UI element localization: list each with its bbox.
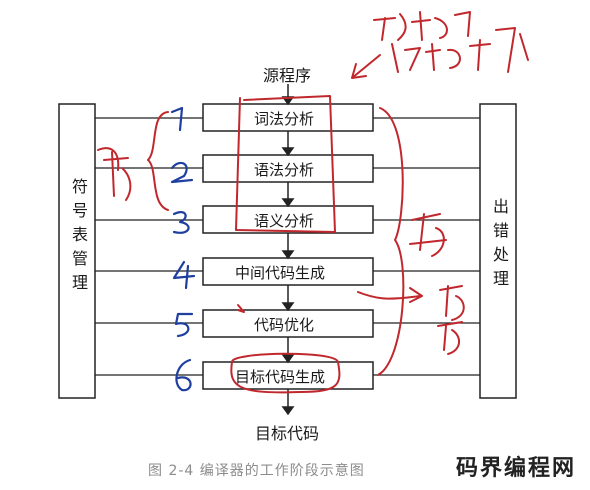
phase-box-intermediate: [202, 257, 374, 286]
error-handling-box: [479, 103, 517, 399]
note-right-2: [437, 285, 465, 355]
source-program-label: 源程序: [263, 66, 312, 85]
frontend-bracket: [235, 95, 336, 233]
phase-semantic-label: 语义分析: [254, 212, 315, 230]
figure-caption: 图 2-4 编译器的工作阶段示意图: [148, 463, 365, 479]
mid-arrow: [357, 287, 423, 303]
handwritten-annotations: [97, 11, 529, 394]
codegen-circle: [230, 352, 341, 394]
note-left: [97, 147, 132, 201]
phase-codegen-label: 目标代码生成: [235, 368, 326, 386]
number-5-icon: [174, 312, 194, 338]
right-brace: [377, 107, 405, 376]
phase-box-optimize: [202, 309, 374, 338]
number-2-icon: [170, 161, 194, 184]
number-6-icon: [175, 358, 192, 392]
symbol-table-box: [58, 103, 96, 399]
note-top-right: [373, 11, 529, 73]
number-4-icon: [172, 260, 196, 290]
error-handling-label: 出错处理: [490, 198, 509, 294]
phase-lexical-label: 词法分析: [254, 110, 315, 128]
phase-optimize-label: 代码优化: [254, 316, 315, 334]
symbol-table-label: 符号表管理: [69, 178, 88, 298]
site-watermark: 码界编程网: [455, 456, 576, 481]
phase-syntax-label: 语法分析: [254, 161, 315, 179]
phase-number-annotations: [170, 106, 196, 392]
phase-box-semantic: [202, 205, 374, 234]
top-arrow: [351, 54, 381, 79]
phase-intermediate-label: 中间代码生成: [235, 264, 326, 282]
flow-arrows: [281, 84, 295, 416]
phase-box-lexical: [202, 103, 374, 132]
note-right-1: [409, 213, 447, 257]
number-1-icon: [170, 106, 184, 132]
number-3-icon: [172, 211, 190, 234]
left-curly-brace: [147, 111, 169, 211]
target-code-label: 目标代码: [255, 424, 320, 443]
cursor-mark: [237, 304, 245, 313]
